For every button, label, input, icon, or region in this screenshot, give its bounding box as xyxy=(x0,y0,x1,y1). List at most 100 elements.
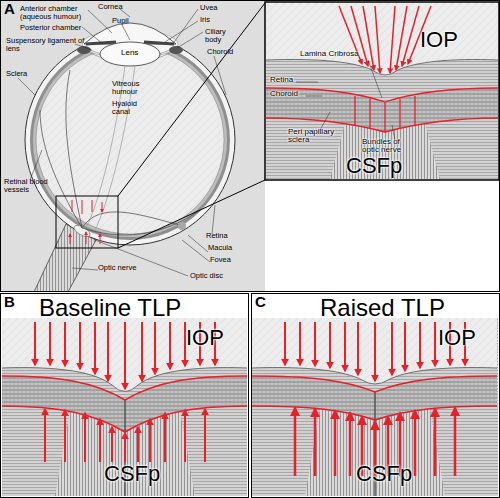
raised-tissue xyxy=(284,322,286,365)
eye-illustration xyxy=(72,223,92,239)
anatomy-label: Vitreous humour xyxy=(112,80,156,96)
eye-illustration xyxy=(72,200,102,214)
eye-illustration xyxy=(34,224,96,292)
pressure-label: IOP xyxy=(420,28,458,51)
anatomy-label: Macula xyxy=(208,244,232,252)
pressure-label: CSFp xyxy=(356,462,412,485)
anatomy-label: Optic nerve xyxy=(98,264,136,272)
raised-tissue xyxy=(252,318,498,496)
inset-tissue xyxy=(266,3,498,179)
baseline-tissue xyxy=(79,322,81,369)
eye-illustration xyxy=(144,42,174,44)
eye-illustration xyxy=(100,234,101,244)
baseline-tissue xyxy=(184,322,186,366)
eye-illustration xyxy=(56,196,118,248)
raised-tissue xyxy=(391,322,393,375)
pressure-label: IOP xyxy=(186,326,224,349)
inset-tissue xyxy=(375,6,380,73)
raised-tissue xyxy=(314,409,317,476)
raised-tissue xyxy=(357,322,359,375)
baseline-tissue xyxy=(64,410,66,462)
eye-illustration xyxy=(169,46,183,54)
raised-tissue xyxy=(252,318,498,496)
raised-tissue xyxy=(305,409,445,496)
inset-tissue xyxy=(266,59,498,75)
baseline-tissue xyxy=(111,427,113,462)
eye-illustration xyxy=(100,42,160,66)
baseline-tissue xyxy=(124,433,126,462)
baseline-tissue xyxy=(169,322,171,369)
anatomy-label: Lamina Cribrosa xyxy=(300,50,359,58)
raised-tissue xyxy=(434,409,437,476)
raised-tissue xyxy=(299,322,301,365)
raised-tissue xyxy=(334,411,337,476)
raised-tissue xyxy=(434,322,436,366)
pressure-label: IOP xyxy=(438,326,476,349)
eye-illustration xyxy=(86,232,87,244)
pressure-label: CSFp xyxy=(104,462,160,485)
anatomy-label: Choroid xyxy=(207,48,233,56)
inset-tissue xyxy=(396,6,407,70)
eye-illustration xyxy=(84,23,176,44)
baseline-tissue xyxy=(94,322,96,374)
anatomy-label: Posterior chamber xyxy=(20,24,81,32)
baseline-tissue xyxy=(137,427,139,462)
panel-title: Baseline TLP xyxy=(39,295,181,320)
pressure-label: CSFp xyxy=(346,154,402,177)
baseline-tissue xyxy=(99,419,101,462)
eye-illustration xyxy=(0,0,265,292)
raised-tissue xyxy=(414,411,417,476)
anatomy-label: Retina xyxy=(270,76,293,84)
raised-tissue xyxy=(349,413,352,476)
anatomy-label: Fovea xyxy=(210,256,231,264)
inset-tissue xyxy=(390,6,395,73)
baseline-tissue xyxy=(124,322,126,389)
baseline-tissue xyxy=(141,322,143,381)
baseline-tissue xyxy=(34,322,36,365)
baseline-tissue xyxy=(149,419,151,462)
inset-tissue xyxy=(266,88,498,132)
baseline-tissue xyxy=(164,413,166,462)
inset-tissue xyxy=(266,88,498,132)
eye-illustration xyxy=(178,222,186,230)
anatomy-label: Retina xyxy=(206,232,228,240)
baseline-tissue xyxy=(204,409,206,462)
anatomy-label: Retinal blood vessels xyxy=(4,178,54,194)
anatomy-label: Suspensory ligament of lens xyxy=(6,37,86,53)
baseline-tissue xyxy=(84,413,86,462)
inset-frame xyxy=(265,2,499,180)
anatomy-label: Pupil xyxy=(112,17,129,25)
eye-illustration xyxy=(70,234,71,244)
anatomy-label: Lens xyxy=(121,49,138,57)
anatomy-label: Cornea xyxy=(98,3,123,11)
raised-tissue xyxy=(419,322,421,368)
anatomy-label: Optic disc xyxy=(190,272,223,280)
inset-tissue xyxy=(363,6,374,70)
raised-tissue xyxy=(252,376,497,420)
panel-letter: B xyxy=(4,294,15,310)
anatomy-label: Hyaloid canal xyxy=(112,100,156,116)
anatomy-label: Sclera xyxy=(6,70,27,78)
raised-tissue xyxy=(454,408,457,476)
panel-title: Raised TLP xyxy=(320,295,445,320)
inset-tissue xyxy=(266,3,498,75)
panel-letter: C xyxy=(255,294,266,310)
eye-illustration xyxy=(36,46,224,234)
raised-tissue xyxy=(252,318,497,384)
baseline-tissue xyxy=(49,322,51,365)
anatomy-label: Choroid xyxy=(270,90,298,98)
anatomy-label: Uvea xyxy=(200,4,218,12)
raised-tissue xyxy=(314,322,316,366)
baseline-tissue xyxy=(2,318,247,496)
eye-illustration xyxy=(40,70,200,235)
baseline-tissue xyxy=(107,322,109,381)
zoom-line xyxy=(118,3,265,248)
anatomy-label: Iris xyxy=(200,16,210,24)
panel-letter: A xyxy=(4,1,15,17)
anatomy-label: Bundles of optic nerve xyxy=(362,138,416,155)
baseline-tissue xyxy=(64,322,66,366)
anatomy-label: Ciliary body xyxy=(205,28,233,44)
raised-tissue xyxy=(344,322,346,371)
